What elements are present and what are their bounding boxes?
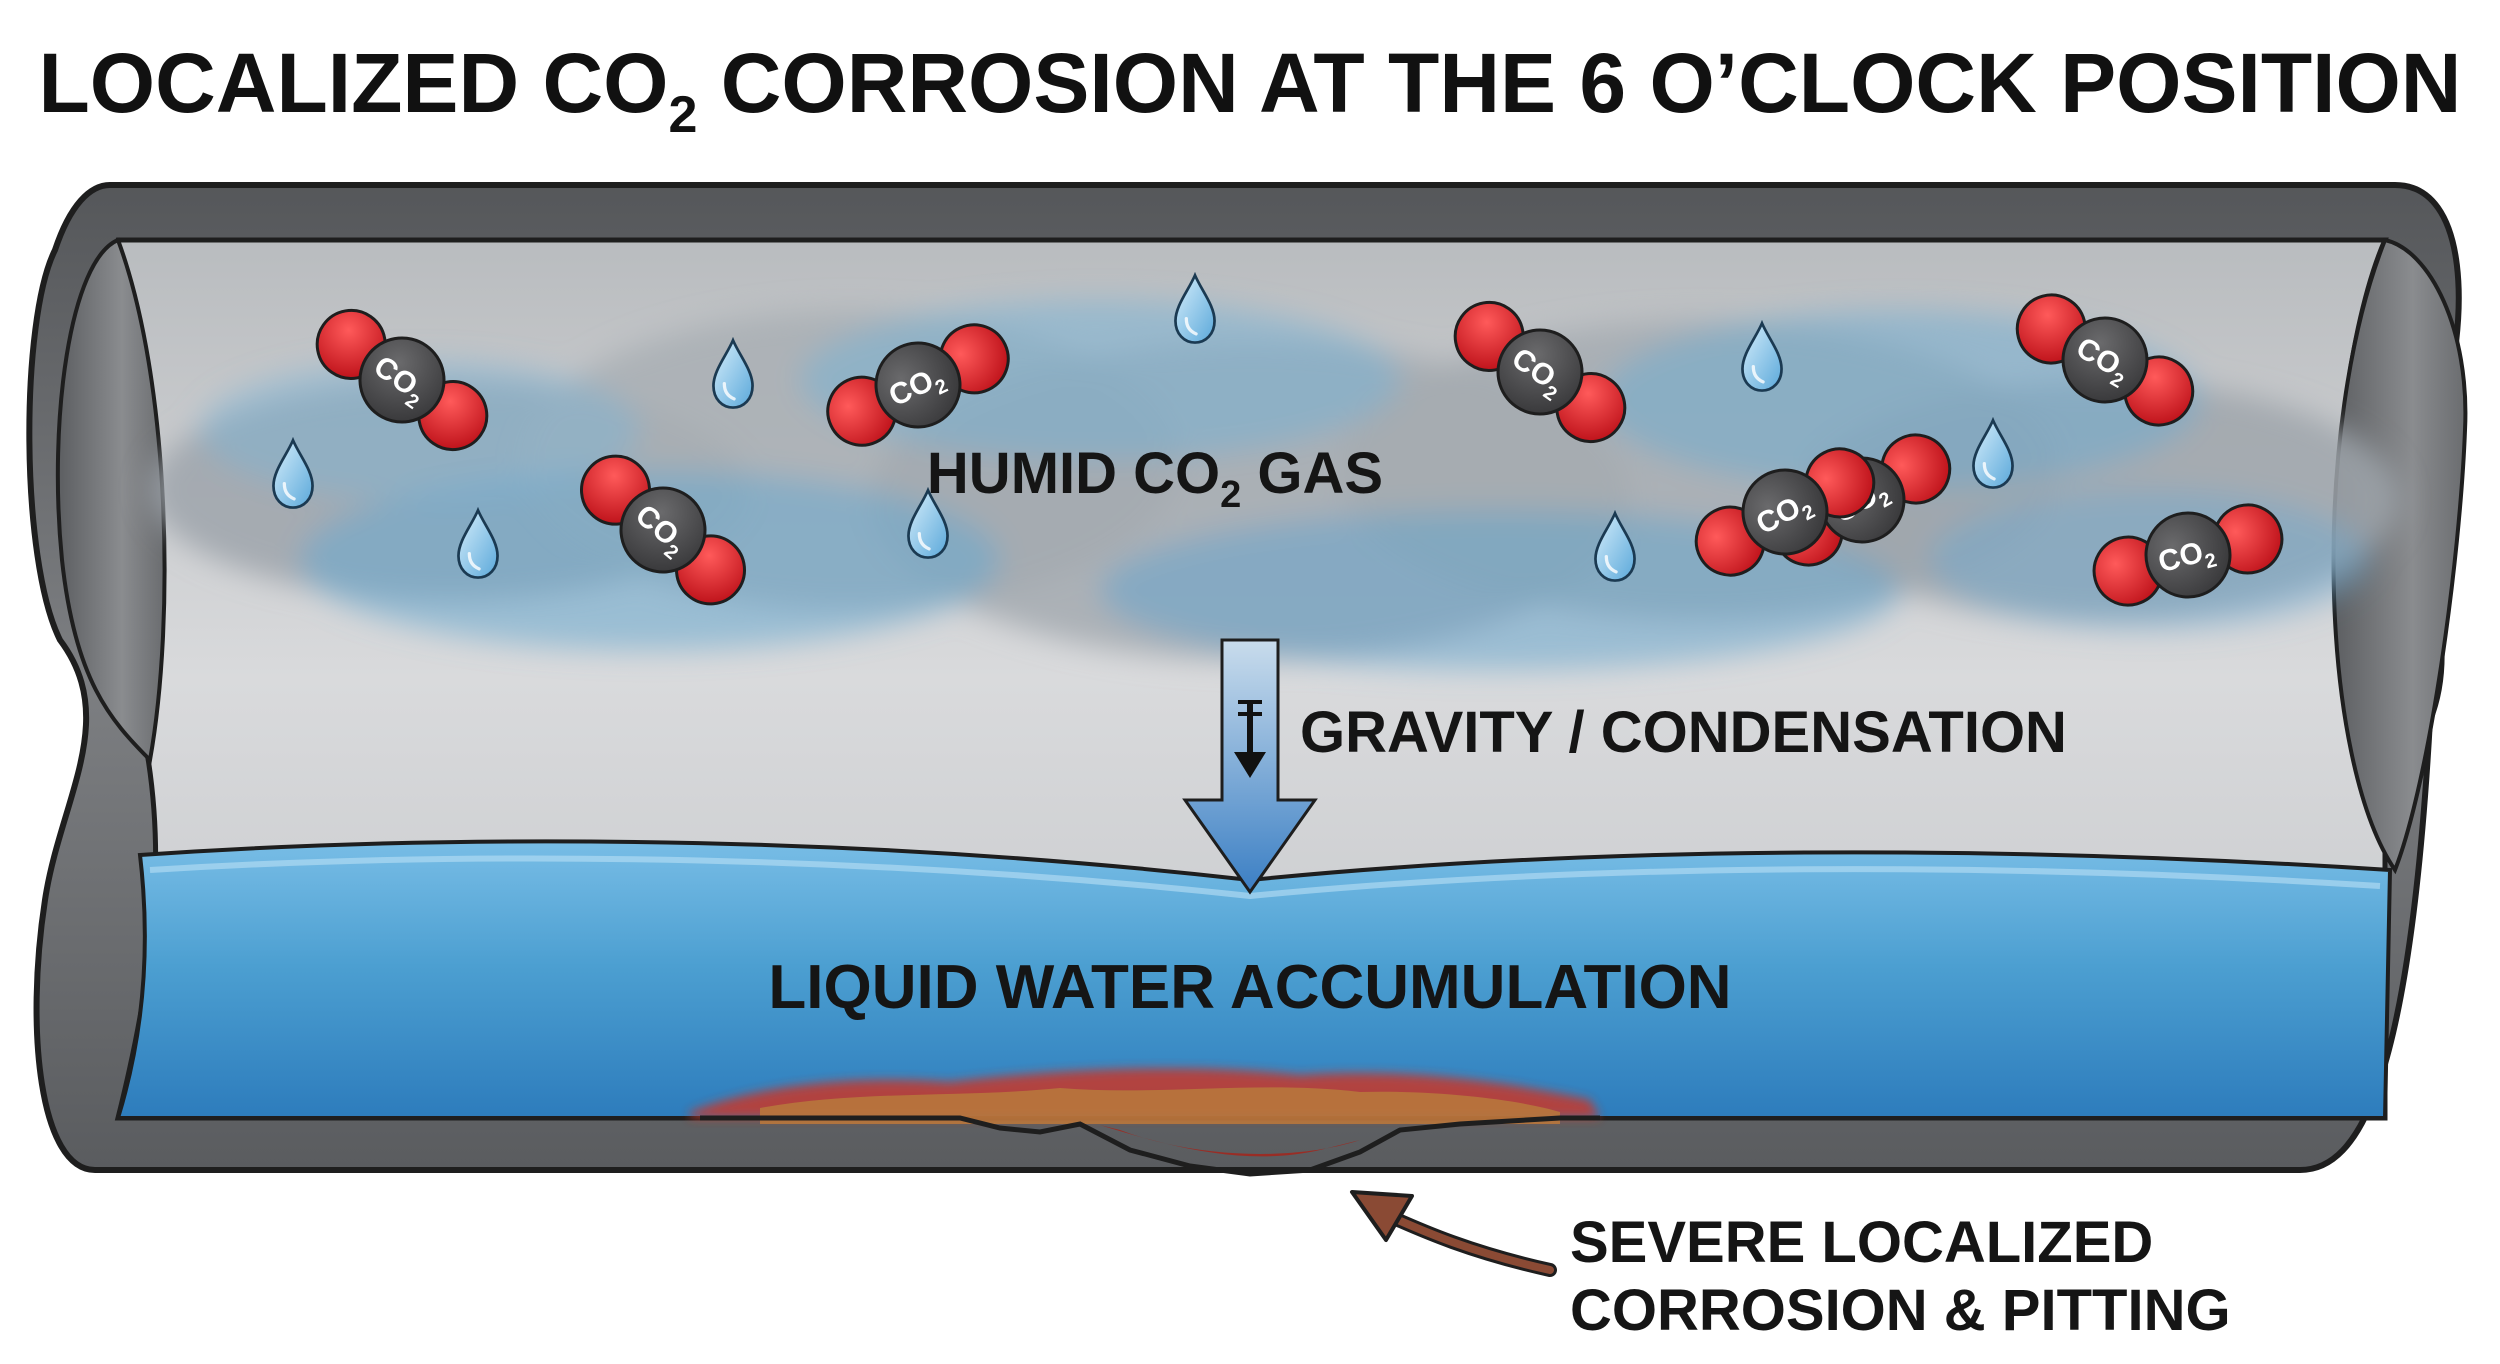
title-suffix: CORROSION AT THE 6 O’CLOCK POSITION: [697, 36, 2461, 130]
diagram-title: LOCALIZED CO2 CORROSION AT THE 6 O’CLOCK…: [39, 36, 2462, 144]
corrosion-label-line1: SEVERE LOCALIZED: [1570, 1210, 2153, 1275]
gravity-label: GRAVITY / CONDENSATION: [1300, 700, 2067, 765]
gas-label-subscript: 2: [1220, 474, 1241, 516]
gas-label: HUMID CO2 GAS: [927, 441, 1383, 516]
gas-label-suffix: GAS: [1241, 441, 1383, 506]
title-prefix: LOCALIZED CO: [39, 36, 669, 130]
corrosion-label-line2: CORROSION & PITTING: [1570, 1278, 2231, 1343]
gas-label-prefix: HUMID CO: [927, 441, 1220, 506]
water-label: LIQUID WATER ACCUMULATION: [768, 953, 1731, 1022]
corrosion-pointer-arrow: [1352, 1192, 1550, 1270]
corrosion-label: SEVERE LOCALIZED CORROSION & PITTING: [1570, 1210, 2231, 1343]
title-subscript: 2: [668, 86, 697, 144]
